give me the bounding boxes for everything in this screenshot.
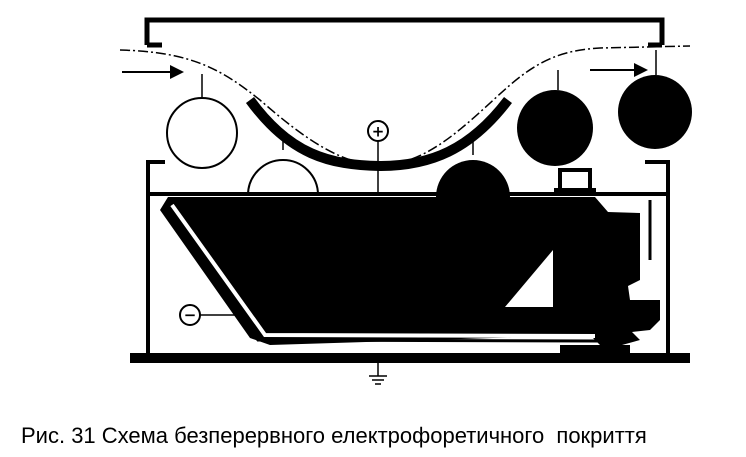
drying-roller-2 [618, 75, 692, 149]
cathode-terminal-icon [179, 304, 201, 326]
strip-out-arrow-icon [590, 63, 648, 77]
guide-roller-open [246, 159, 320, 196]
cathode-symbol: − [184, 306, 197, 324]
cathode-electrode [170, 203, 596, 338]
figure-caption: Рис. 31 Схема безперервного електрофорет… [21, 423, 647, 448]
tank-base [130, 353, 690, 363]
anode-terminal-icon [367, 120, 389, 142]
drying-roller-1 [517, 90, 593, 166]
anode-symbol: + [372, 123, 385, 141]
ground-icon [369, 363, 387, 385]
tank-wall-left [146, 160, 165, 358]
drain-box [558, 168, 592, 192]
entry-roller [166, 97, 238, 169]
tank-wall-right [645, 160, 670, 358]
electrophoretic-coating-diagram: + − [119, 17, 692, 385]
strip-in-arrow-icon [122, 65, 184, 79]
top-cover [144, 17, 665, 45]
guide-roller-black [436, 160, 510, 197]
anode-arc [245, 96, 512, 172]
coating-bath [160, 197, 660, 345]
